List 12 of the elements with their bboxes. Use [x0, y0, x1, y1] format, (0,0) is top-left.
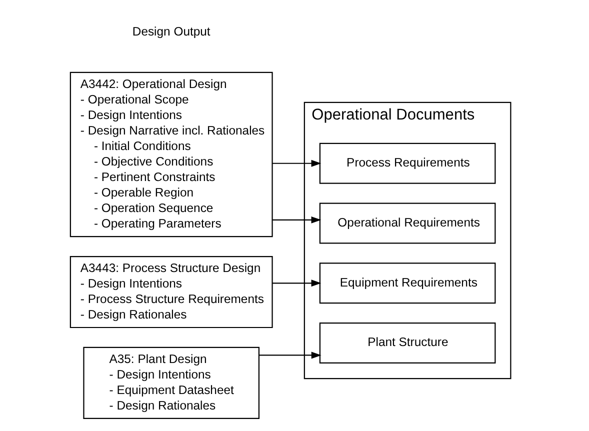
- node-box: A3443: Process Structure Design - Design Intentions - Process Structure Requirements - Design Rationales: [69, 256, 272, 328]
- arrow: [272, 216, 321, 224]
- node-box: Process Requirements: [318, 142, 496, 184]
- arrow: [272, 160, 321, 167]
- node-box: A3442: Operational Design - Operational Scope - Design Intentions - Design Narrative incl. Rationales - Initial Conditions - Objective Conditions - Pertinent Constraints - Operable Region - Operation Sequence - Operating Parameters: [69, 72, 272, 238]
- node-box: Equipment Requirements: [318, 262, 496, 304]
- node-box: Plant Structure: [318, 322, 496, 364]
- node-box: Operational Requirements: [318, 202, 496, 244]
- arrow: [272, 280, 321, 287]
- label: Design Output: [132, 24, 210, 39]
- arrow: [258, 352, 321, 359]
- node-box: A35: Plant Design - Design Intentions - Equipment Datasheet - Design Rationales: [82, 346, 260, 419]
